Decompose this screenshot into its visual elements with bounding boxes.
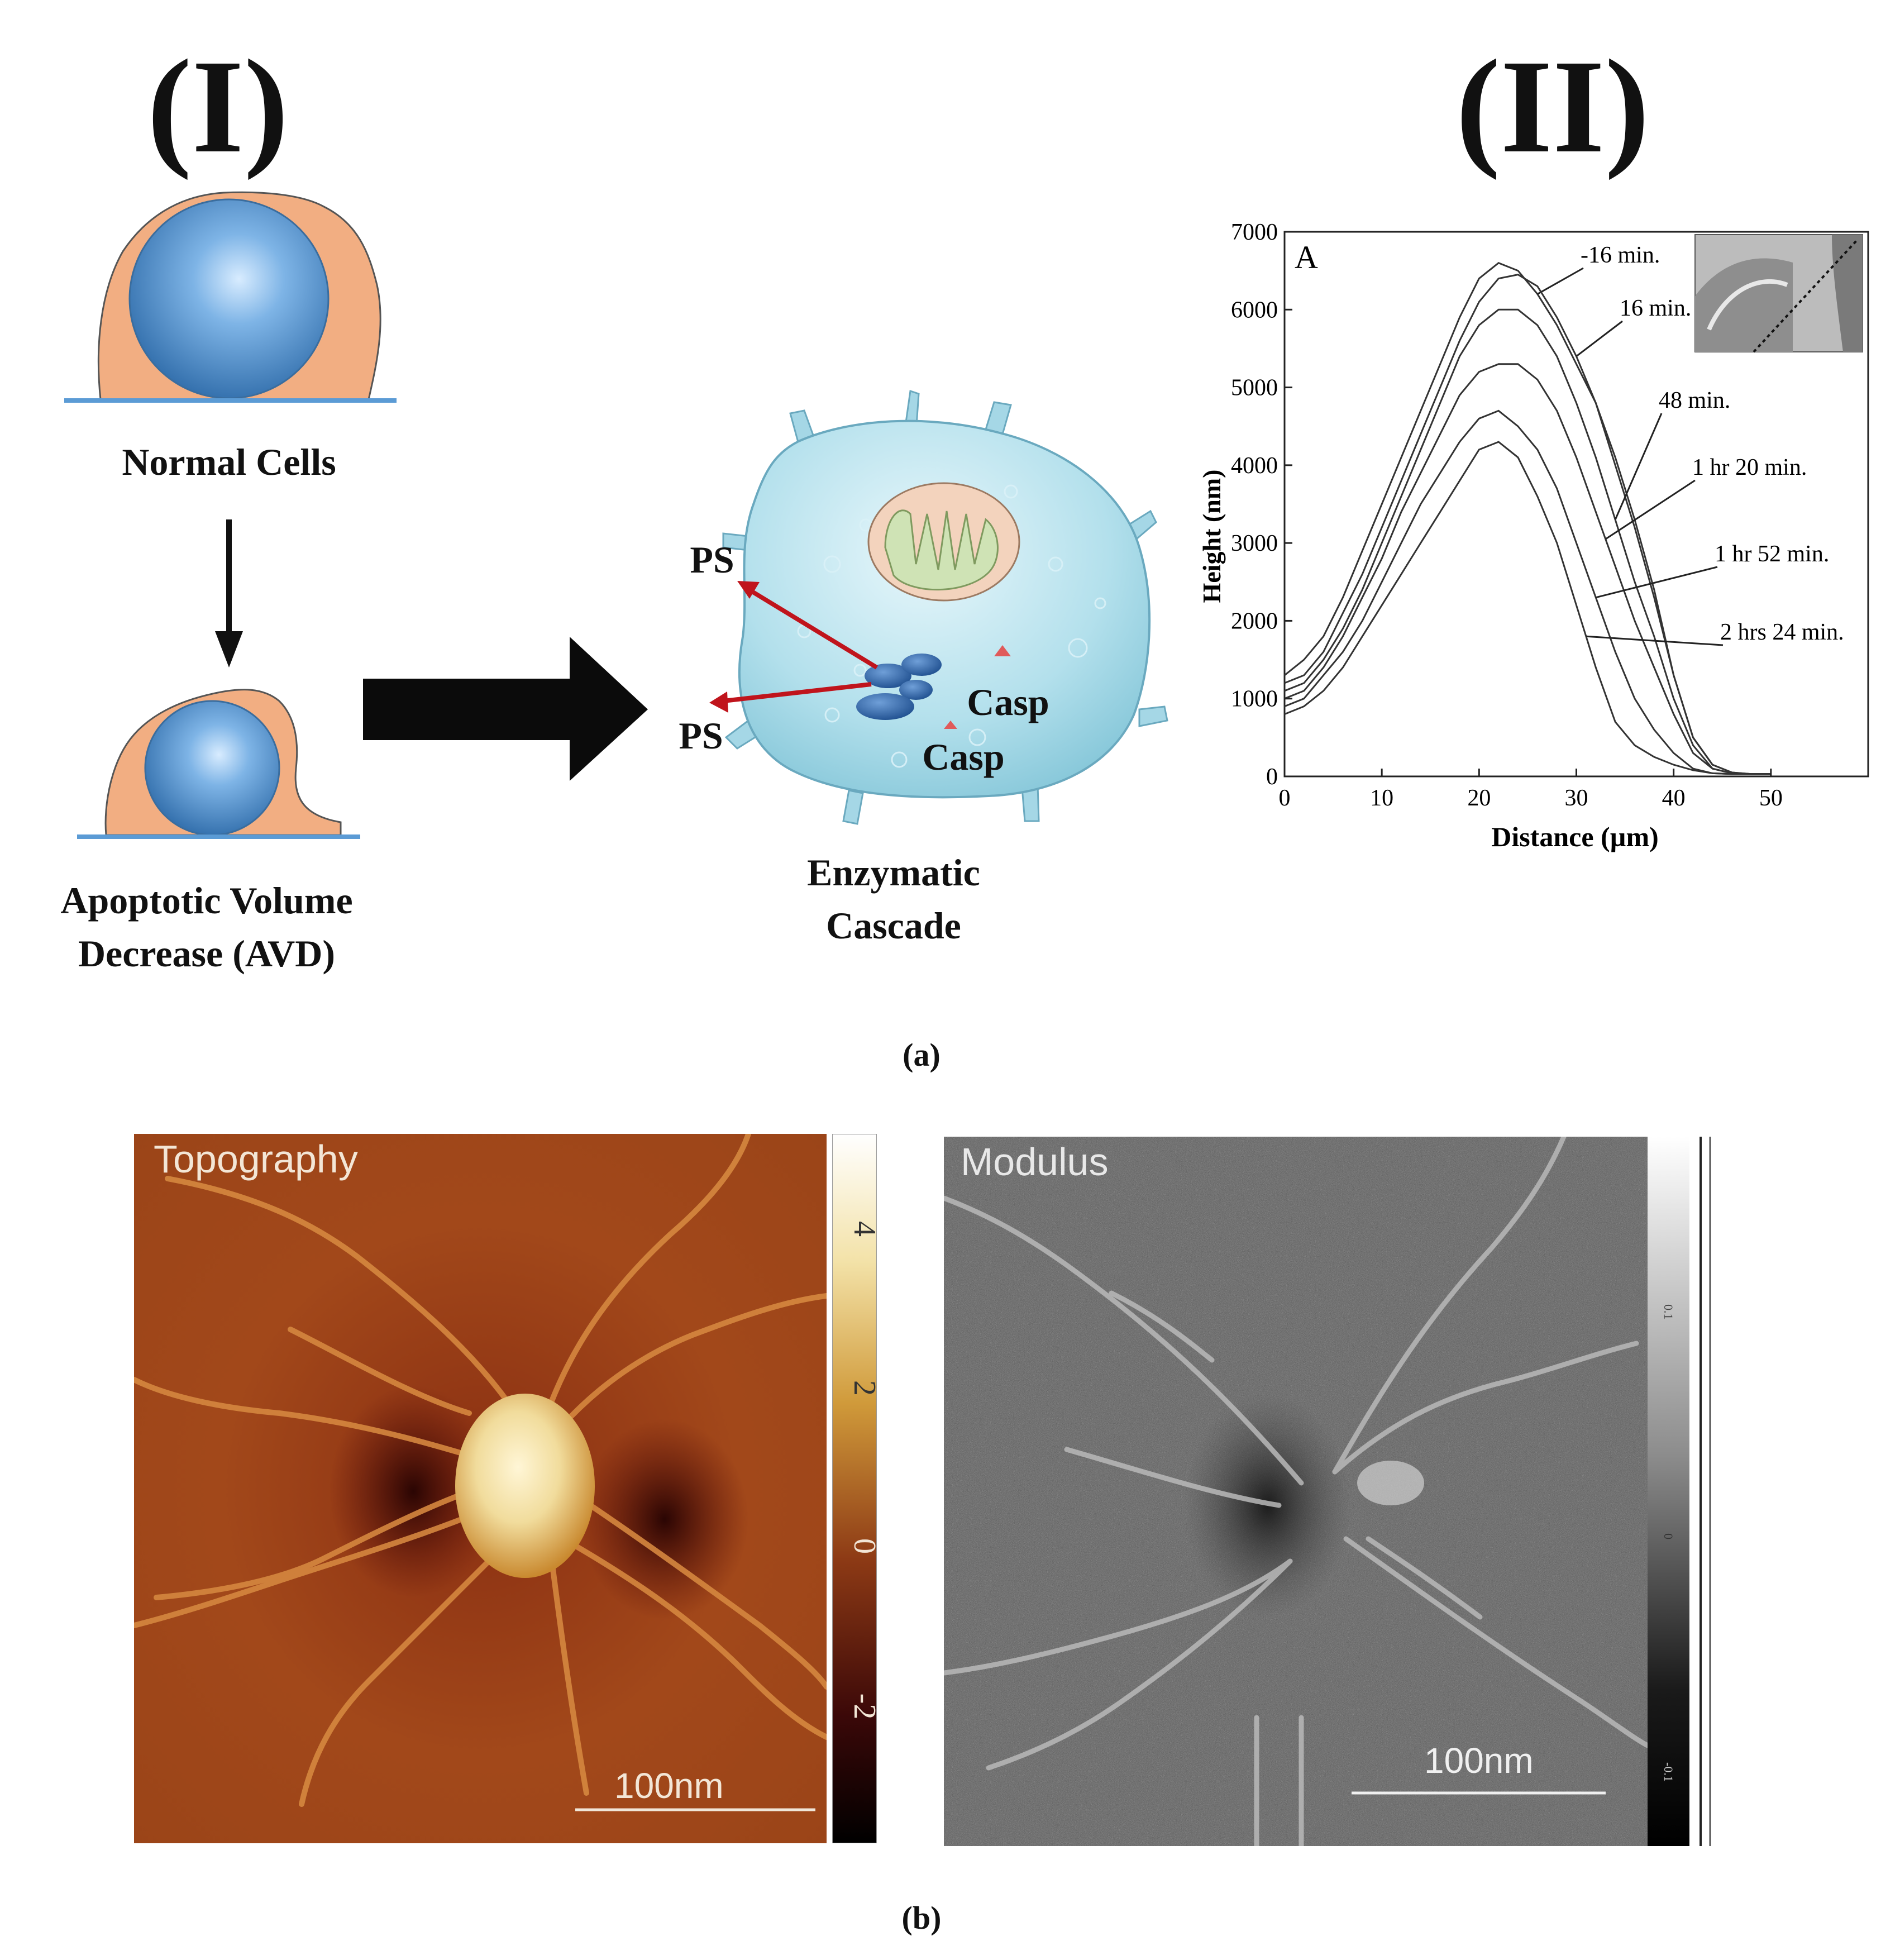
caspase-marker — [944, 721, 957, 729]
chart-panel-letter: A — [1295, 239, 1318, 275]
caption-a-text: (a) — [903, 1037, 941, 1073]
y-tick-label: 1000 — [1231, 686, 1278, 712]
down-arrow — [215, 519, 243, 667]
topography-title: Topography — [154, 1137, 358, 1181]
nucleus-shape — [144, 700, 280, 836]
mitochondrion-cristae — [884, 509, 999, 591]
series-label: -16 min. — [1581, 242, 1660, 268]
apoptotic-cell-illustration — [709, 390, 1168, 825]
modulus-title: Modulus — [961, 1140, 1109, 1184]
mod-colorbar-tick-pos: 0.1 — [1662, 1304, 1675, 1320]
avd-label-line2: Decrease (AVD) — [78, 932, 336, 975]
inset-micrograph — [1694, 234, 1863, 353]
series-label: 48 min. — [1659, 388, 1730, 413]
topo-colorbar-tick-2: 2 — [847, 1380, 877, 1396]
series-line — [1284, 441, 1771, 775]
x-tick-label: 30 — [1565, 785, 1588, 811]
y-tick-label: 5000 — [1231, 375, 1278, 401]
series-label: 16 min. — [1620, 295, 1691, 321]
cascade-label: Enzymatic Cascade — [793, 846, 994, 952]
normal-cells-label: Normal Cells — [122, 441, 336, 483]
series-line — [1284, 363, 1771, 775]
x-tick-label: 20 — [1467, 785, 1491, 811]
section-label-ii: (II) — [1455, 32, 1650, 180]
y-tick-label: 7000 — [1231, 220, 1278, 245]
height-profile-chart: -16 min. 16 min. 48 min. 1 hr 20 min. 1 hr 5… — [1197, 220, 1869, 852]
ps-arrows — [709, 581, 879, 713]
series-leader-line — [1605, 479, 1696, 540]
mod-colorbar-tick-neg: -0.1 — [1662, 1762, 1675, 1782]
mod-colorbar-tick-0: 0 — [1662, 1533, 1675, 1539]
series-leader-line — [1586, 635, 1724, 646]
topography-peak — [455, 1394, 595, 1578]
series-line — [1284, 409, 1771, 775]
vesicle-cluster — [856, 654, 942, 720]
normal-cell-illustration — [64, 191, 397, 403]
x-tick-label: 10 — [1370, 785, 1393, 811]
x-axis-label: Distance (µm) — [1491, 821, 1659, 852]
cascade-label-line2: Cascade — [826, 904, 961, 947]
nucleus-shape — [128, 198, 330, 399]
y-tick-label: 2000 — [1231, 608, 1278, 634]
y-tick-label: 6000 — [1231, 297, 1278, 323]
series-leader-line — [1537, 267, 1584, 295]
x-tick-label: 0 — [1279, 785, 1291, 811]
caspase-marker — [994, 645, 1011, 656]
x-tick-label: 50 — [1759, 785, 1783, 811]
y-tick-label: 3000 — [1231, 531, 1278, 556]
topography-image — [134, 1134, 827, 1843]
y-tick-label: 4000 — [1231, 453, 1278, 479]
x-tick-label: 40 — [1662, 785, 1686, 811]
series-label: 2 hrs 24 min. — [1720, 619, 1844, 645]
series-leader-line — [1595, 566, 1718, 599]
series-line — [1284, 274, 1771, 775]
series-label: 1 hr 52 min. — [1715, 541, 1829, 567]
topography-scalebar-label: 100nm — [614, 1766, 724, 1806]
caption-b: (b) — [866, 1899, 977, 1937]
casp-label-2: Casp — [922, 736, 1005, 778]
ps-label-2: PS — [679, 714, 723, 757]
avd-label-line1: Apoptotic Volume — [60, 879, 353, 922]
avd-label: Apoptotic Volume Decrease (AVD) — [17, 874, 397, 980]
y-axis-label: Height (nm) — [1197, 470, 1226, 603]
modulus-image — [944, 1137, 1648, 1846]
topo-colorbar-tick-4: 4 — [847, 1221, 877, 1237]
avd-cell-illustration — [77, 689, 360, 839]
series-line — [1284, 308, 1771, 775]
topo-colorbar-tick-0: 0 — [847, 1538, 877, 1554]
series-leader-line — [1614, 413, 1663, 520]
modulus-scalebar-label: 100nm — [1424, 1740, 1534, 1781]
cascade-label-line1: Enzymatic — [807, 851, 980, 894]
caption-b-text: (b) — [901, 1900, 942, 1936]
topography-colorbar: 4 2 0 -2 — [832, 1134, 877, 1843]
y-tick-label: 0 — [1266, 764, 1278, 790]
topo-colorbar-tick-neg2: -2 — [847, 1694, 877, 1720]
modulus-colorbar: 0.1 0 -0.1 — [1648, 1137, 1715, 1846]
casp-label-1: Casp — [967, 681, 1049, 723]
big-right-arrow — [363, 637, 648, 781]
caption-a: (a) — [866, 1036, 977, 1074]
section-label-i: (I) — [147, 32, 289, 180]
series-leader-line — [1576, 320, 1623, 357]
ps-label-1: PS — [690, 538, 734, 581]
series-label: 1 hr 20 min. — [1692, 455, 1807, 480]
